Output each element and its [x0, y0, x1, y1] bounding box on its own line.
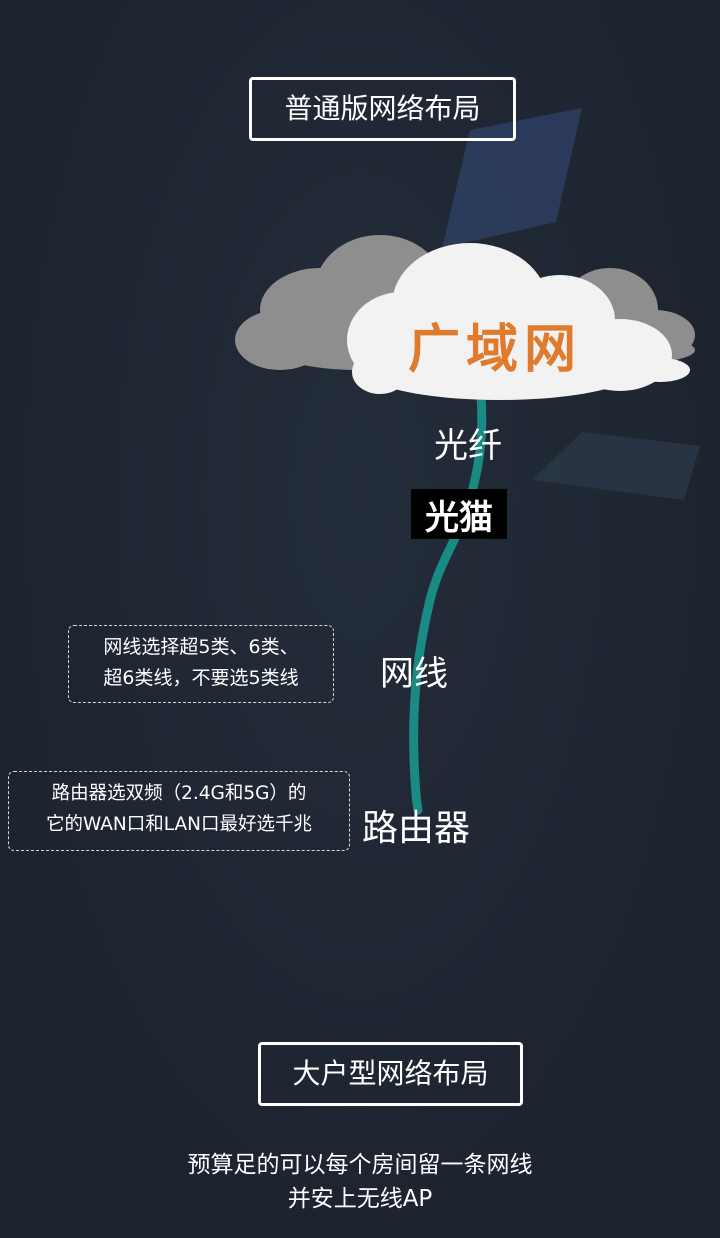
router-note-line-1: 路由器选双频（2.4G和5G）的 — [51, 783, 307, 804]
title-normal-layout: 普通版网络布局 — [249, 77, 516, 141]
footer-line-2: 并安上无线AP — [287, 1186, 433, 1212]
footer-text: 预算足的可以每个房间留一条网线 并安上无线AP — [150, 1148, 570, 1216]
router-note: 路由器选双频（2.4G和5G）的 它的WAN口和LAN口最好选千兆 — [8, 771, 350, 851]
title-normal-layout-text: 普通版网络布局 — [284, 92, 481, 125]
title-large-layout-text: 大户型网络布局 — [292, 1057, 489, 1090]
cloud-label: 广域网 — [408, 320, 582, 380]
cable-note-line-1: 网线选择超5类、6类、 — [103, 636, 299, 658]
footer-line-1: 预算足的可以每个房间留一条网线 — [187, 1152, 533, 1178]
router-note-line-2: 它的WAN口和LAN口最好选千兆 — [45, 814, 312, 835]
modem-label-text: 光猫 — [425, 497, 493, 538]
cable-note: 网线选择超5类、6类、 超6类线，不要选5类线 — [68, 625, 334, 703]
cable-label: 网线 — [380, 654, 448, 694]
title-large-layout: 大户型网络布局 — [258, 1042, 523, 1106]
fiber-label: 光纤 — [434, 426, 502, 466]
network-line — [409, 391, 487, 815]
kite-shape-upper — [442, 108, 582, 248]
modem-label: 光猫 — [411, 489, 507, 539]
kite-shape-lower — [532, 432, 700, 500]
cable-note-line-2: 超6类线，不要选5类线 — [103, 667, 299, 689]
router-label: 路由器 — [362, 808, 471, 849]
cloud-front — [347, 243, 690, 400]
